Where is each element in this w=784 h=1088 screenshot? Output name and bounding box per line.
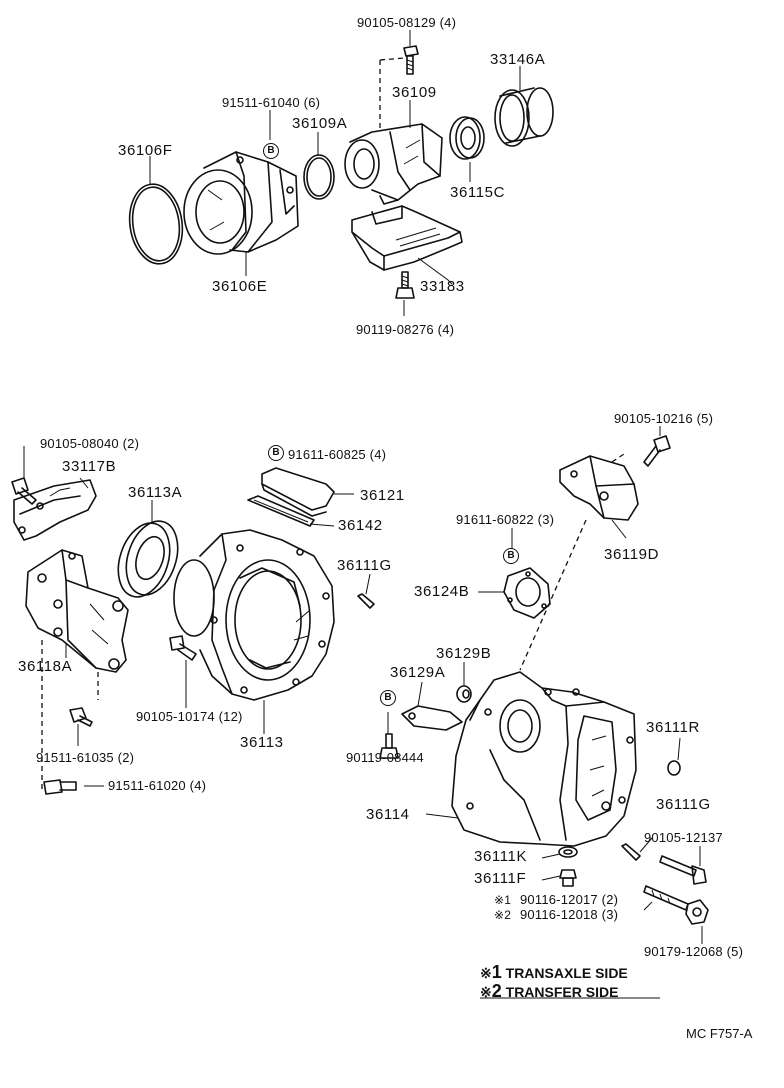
bracket-36119d (559, 453, 639, 521)
label-36106f: 36106F (118, 142, 173, 159)
o-ring-36109a (303, 154, 335, 200)
label-36111g-lower: 36111G (656, 796, 711, 813)
label-90105-08129: 90105-08129 (4) (357, 15, 457, 30)
plug-36111r (667, 760, 681, 776)
label-91511-61035: 91511-61035 (2) (36, 750, 135, 765)
label-90116-12018: 90116-12018 (3) (520, 907, 619, 922)
bushing-36129b (456, 685, 472, 703)
cover-33117b (13, 479, 97, 541)
label-36111k: 36111K (474, 848, 528, 865)
bolt-mark-b: B (503, 548, 519, 564)
label-36114: 36114 (366, 806, 410, 823)
leader-lines (23, 30, 703, 999)
label-36142: 36142 (338, 517, 383, 534)
label-36129a: 36129A (390, 664, 446, 681)
label-33146a: 33146A (490, 51, 546, 68)
label-90105-08040: 90105-08040 (2) (40, 436, 140, 451)
note-text: TRANSAXLE SIDE (505, 965, 628, 981)
bearing-36113a (117, 520, 179, 598)
label-36111g-upper: 36111G (337, 557, 392, 574)
extension-housing-36106e (183, 151, 299, 255)
label-36119d: 36119D (604, 546, 660, 563)
transfer-case-36113 (173, 529, 335, 701)
bolt-91511-61035 (69, 707, 93, 727)
note-transfer-side: ※2 TRANSFER SIDE (480, 981, 618, 1002)
note-transaxle-side: ※1 TRANSAXLE SIDE (480, 962, 628, 983)
plug-36111f (559, 869, 577, 887)
stud-90116 (643, 885, 689, 911)
case-36109 (344, 123, 443, 205)
cover-36121 (261, 467, 335, 517)
label-91511-61020: 91511-61020 (4) (108, 778, 207, 793)
label-90179-12068: 90179-12068 (5) (644, 944, 744, 959)
note-number: 2 (491, 981, 502, 1001)
label-mark-2: ※2 (494, 908, 512, 922)
label-90119-08444: 90119-08444 (346, 750, 424, 765)
transaxle-case-36114 (451, 671, 637, 847)
bolt-91511-61020 (43, 779, 77, 795)
label-36118a: 36118A (18, 658, 73, 675)
note-number: 1 (491, 962, 502, 982)
bolt-mark-b: B (263, 143, 279, 159)
label-36113: 36113 (240, 734, 284, 751)
label-91511-61040: 91511-61040 (6) (222, 95, 321, 110)
label-91611-60825: 91611-60825 (4) (288, 447, 387, 462)
bolt-90105-10216 (643, 435, 671, 467)
label-mark-1: ※1 (494, 893, 512, 907)
label-91611-60822: 91611-60822 (3) (456, 512, 555, 527)
label-36111r: 36111R (646, 719, 700, 736)
label-90119-08276: 90119-08276 (4) (356, 322, 455, 337)
plate-36129a (401, 705, 463, 731)
label-36109: 36109 (392, 84, 437, 101)
bolt-90119-08444 (379, 733, 399, 759)
label-36109a: 36109A (292, 115, 348, 132)
bracket-36118a (25, 549, 129, 790)
label-36106e: 36106E (212, 278, 268, 295)
label-36129b: 36129B (436, 645, 492, 662)
bolt-90105-10174 (169, 635, 197, 661)
cover-36124b (503, 567, 551, 619)
label-36121: 36121 (360, 487, 405, 504)
note-text: TRANSFER SIDE (505, 984, 619, 1000)
bolt-90105-12137 (659, 855, 707, 885)
note-mark: ※ (480, 984, 492, 1000)
oil-seal-36115c (449, 116, 485, 160)
bolt-90105-08129 (379, 45, 419, 132)
label-36124b: 36124B (414, 583, 470, 600)
label-90105-12137: 90105-12137 (644, 830, 723, 845)
label-90105-10174: 90105-10174 (12) (136, 709, 243, 724)
gasket-36142 (247, 495, 315, 527)
label-33117b: 33117B (62, 458, 117, 475)
label-33183: 33183 (420, 278, 465, 295)
figure-code: MC F757-A (686, 1026, 753, 1041)
label-90116-12017: 90116-12017 (2) (520, 892, 619, 907)
gasket-36111k (558, 846, 578, 858)
label-36115c: 36115C (450, 184, 506, 201)
bolt-mark-b: B (268, 445, 284, 461)
sleeve-33146a (494, 87, 554, 147)
label-90105-10216: 90105-10216 (5) (614, 411, 714, 426)
bolt-90119-08276 (395, 271, 415, 299)
label-36113a: 36113A (128, 484, 183, 501)
nut-90179-12068 (685, 899, 709, 925)
note-mark: ※ (480, 965, 492, 981)
pin-36111g-lower (621, 843, 641, 861)
bolt-mark-b: B (380, 690, 396, 706)
bracket-33183 (351, 205, 463, 271)
pin-36111g-upper (357, 593, 375, 609)
label-36111f: 36111F (474, 870, 527, 887)
o-ring-36106f (128, 183, 184, 265)
